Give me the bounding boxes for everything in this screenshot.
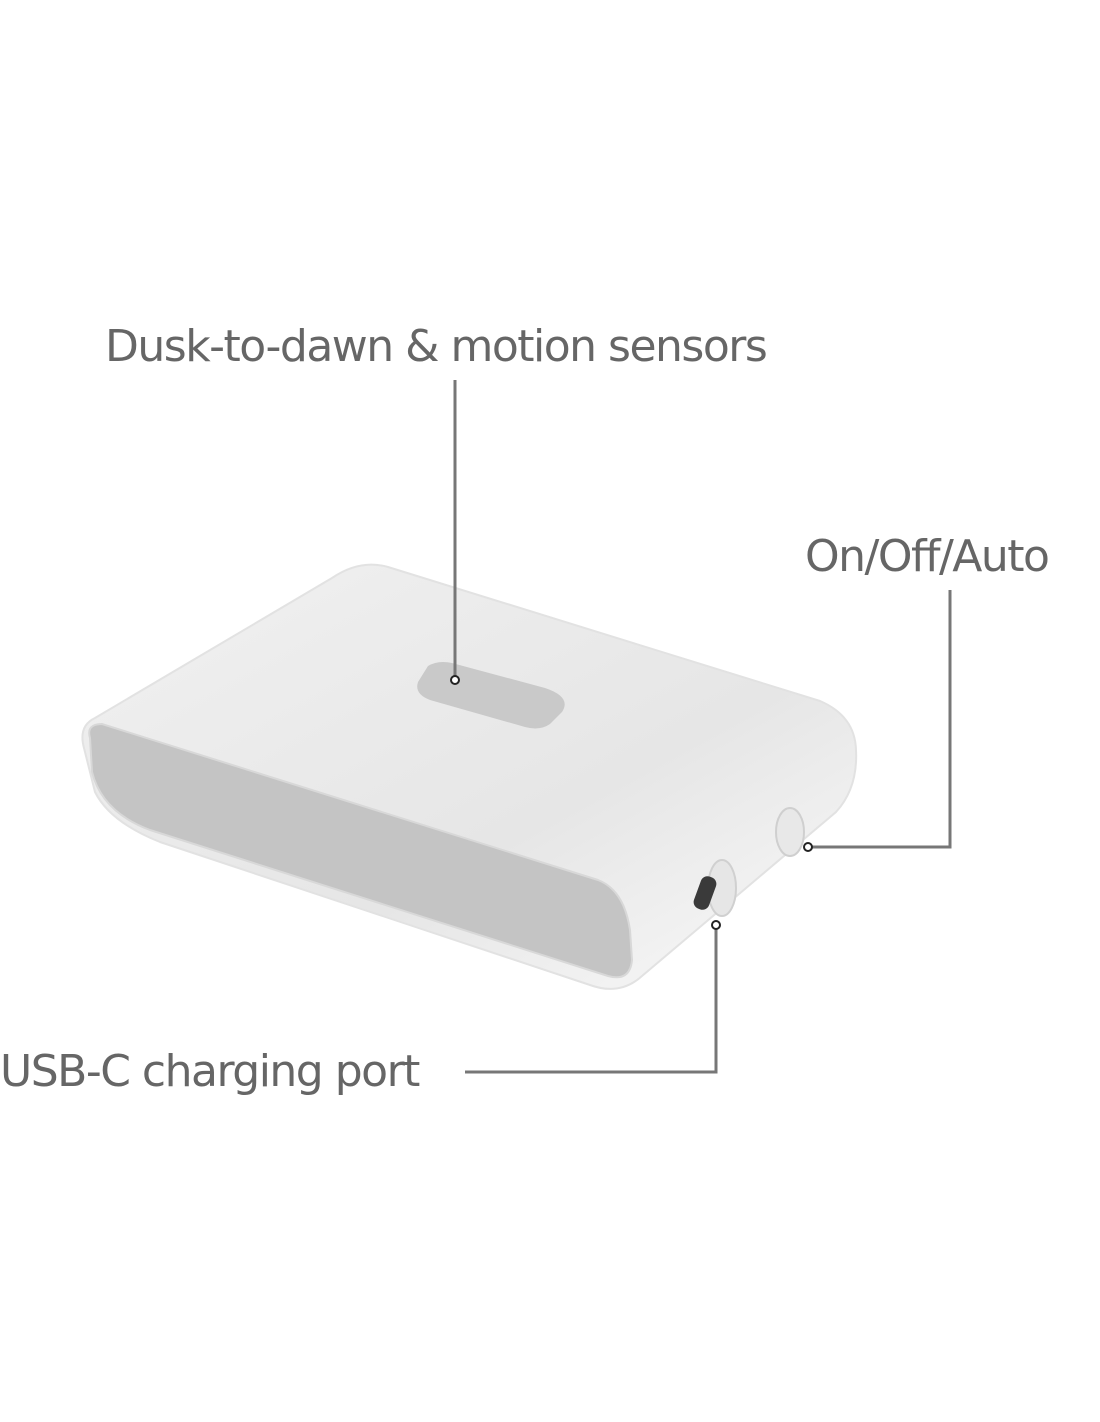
callout-lines <box>450 380 952 1074</box>
switch-callout-label: On/Off/Auto <box>805 531 1050 582</box>
usb-callout-dot <box>711 920 721 930</box>
switch-callout-dot <box>803 842 813 852</box>
front-panel <box>88 722 634 979</box>
usb-leader-line <box>465 929 718 1074</box>
usb-callout-label: USB-C charging port <box>0 1046 420 1097</box>
sensors-callout-label: Dusk-to-dawn & motion sensors <box>105 321 768 372</box>
mode-switch <box>775 807 805 857</box>
sensor-callout-dot <box>450 675 460 685</box>
night-light-device <box>81 563 858 990</box>
switch-leader-line <box>812 590 952 849</box>
usb-c-port <box>693 876 717 910</box>
device-body <box>81 563 858 990</box>
